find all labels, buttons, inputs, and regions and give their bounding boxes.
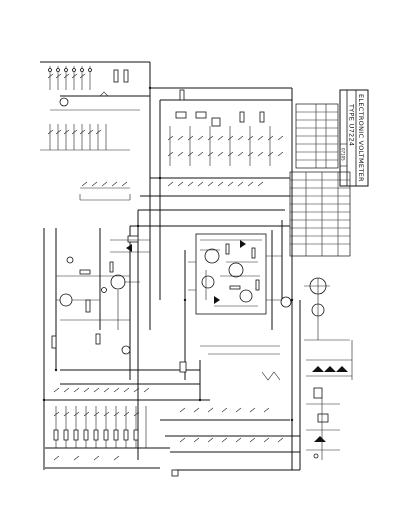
switch-ladder-lower-left [53, 387, 150, 461]
switch-rows-middle [79, 89, 284, 201]
range-table-lower [289, 171, 351, 257]
title-line-1: ELECTRONIC VOLTMETER [357, 94, 365, 182]
junction-dots [42, 86, 294, 422]
title-block: ELECTRONIC VOLTMETER TYPE U7224 07105 [339, 89, 369, 187]
title-line-2: TYPE U7224 [348, 103, 356, 146]
switch-bank-top-left [40, 66, 140, 151]
amplifier-section [188, 233, 292, 315]
title-ref: 07105 [341, 148, 346, 161]
range-table-upper [295, 103, 339, 169]
left-transistor-stage [51, 235, 150, 355]
main-wiring [40, 61, 301, 471]
power-supply-block [304, 277, 353, 460]
switch-bank-lower-middle [171, 345, 284, 477]
